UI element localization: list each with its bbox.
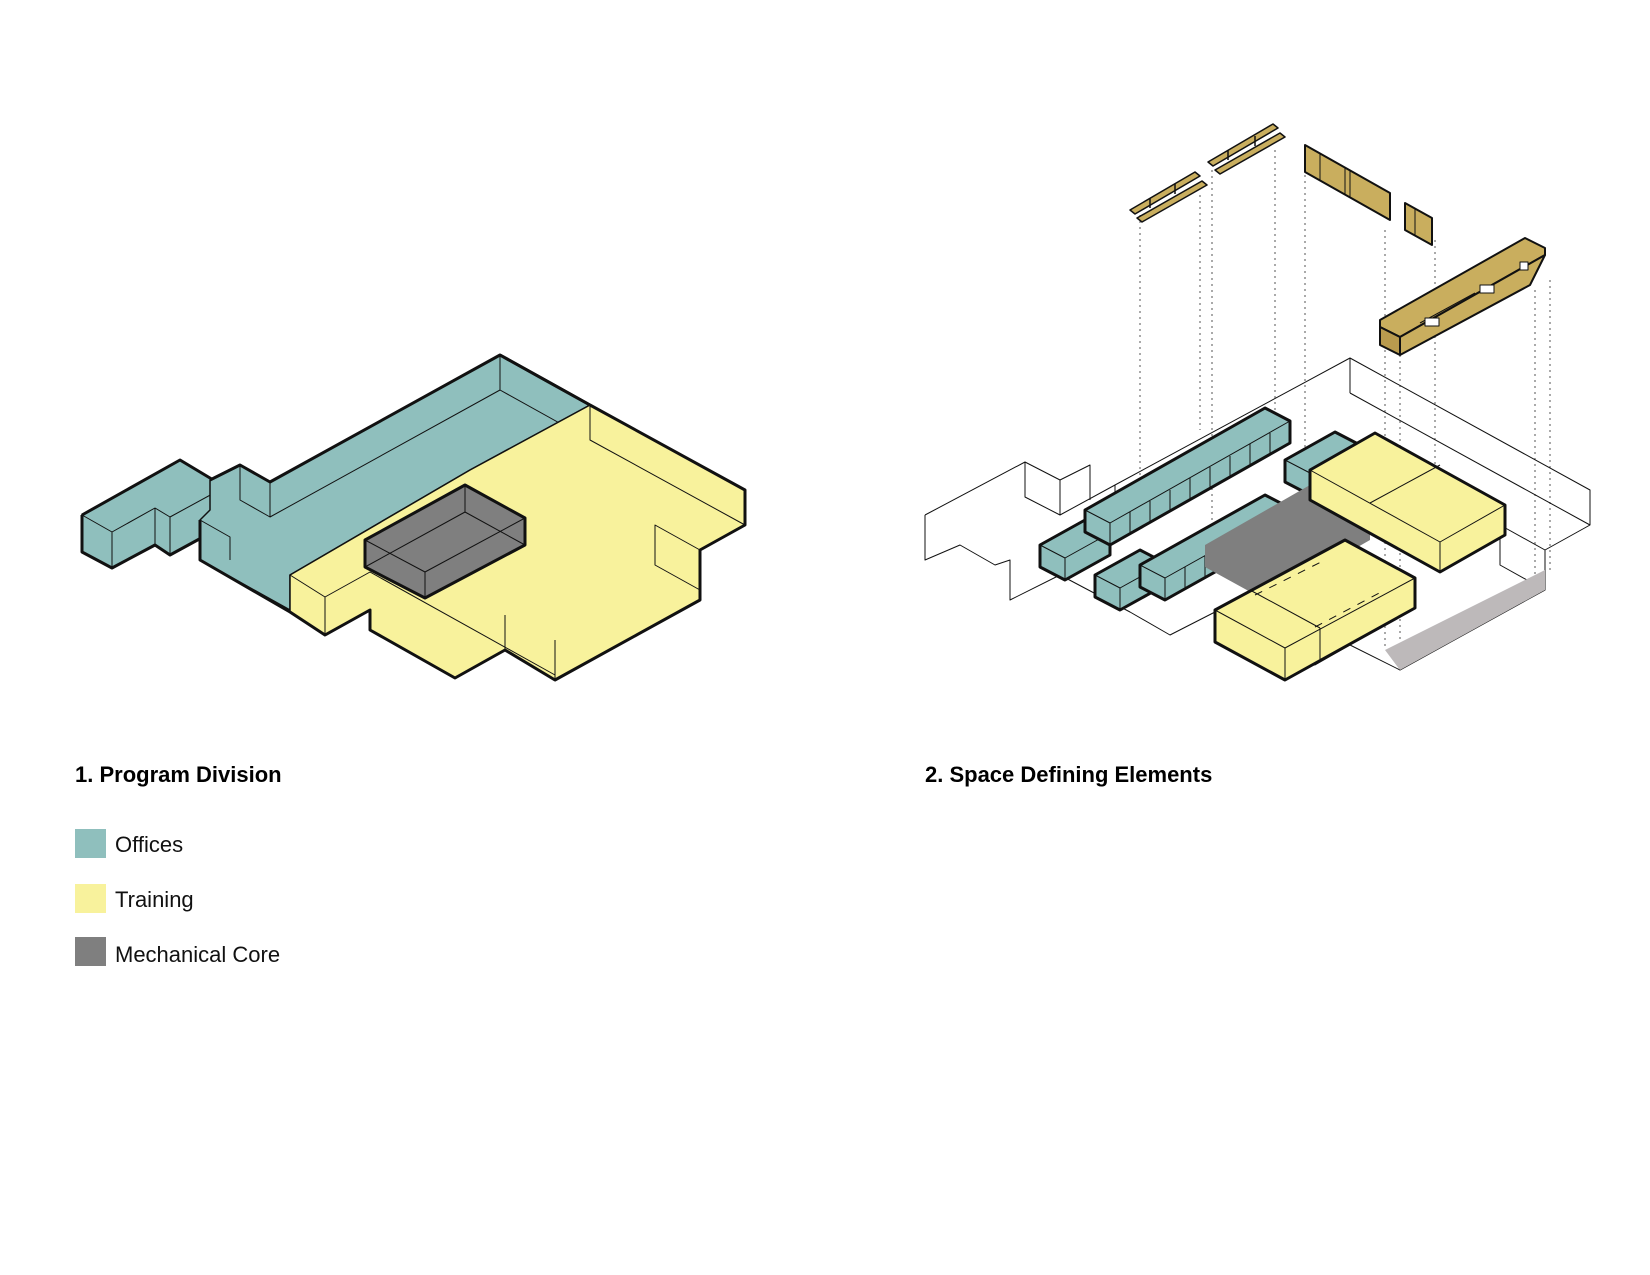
program-division-diagram — [80, 353, 747, 682]
core-block — [1205, 485, 1370, 600]
training-room-front — [1213, 538, 1417, 682]
wall-panel-2 — [1404, 202, 1433, 246]
shelf-rack-1 — [1129, 171, 1208, 223]
training-room-right — [1308, 431, 1507, 574]
office-wing-left — [80, 458, 226, 570]
legend-label-core: Mechanical Core — [115, 942, 281, 967]
mechanical-core — [363, 483, 527, 600]
legend-label-training: Training — [115, 887, 194, 912]
space-defining-diagram — [924, 123, 1591, 682]
legend-swatch-training — [75, 884, 106, 913]
legend-swatch-core — [75, 937, 106, 966]
legend-swatches — [75, 829, 106, 966]
legend-label-offices: Offices — [115, 832, 184, 857]
building-outline — [924, 357, 1591, 671]
reception-counter — [1379, 237, 1546, 356]
space-defining-title: 2. Space Defining Elements — [925, 762, 1213, 787]
office-row-back — [1083, 406, 1292, 547]
legend-swatch-offices — [75, 829, 106, 858]
program-division-title: 1. Program Division — [75, 762, 282, 787]
wall-panel-1 — [1304, 144, 1391, 221]
millwork-elements — [1129, 123, 1546, 356]
shelf-rack-2 — [1207, 123, 1286, 175]
